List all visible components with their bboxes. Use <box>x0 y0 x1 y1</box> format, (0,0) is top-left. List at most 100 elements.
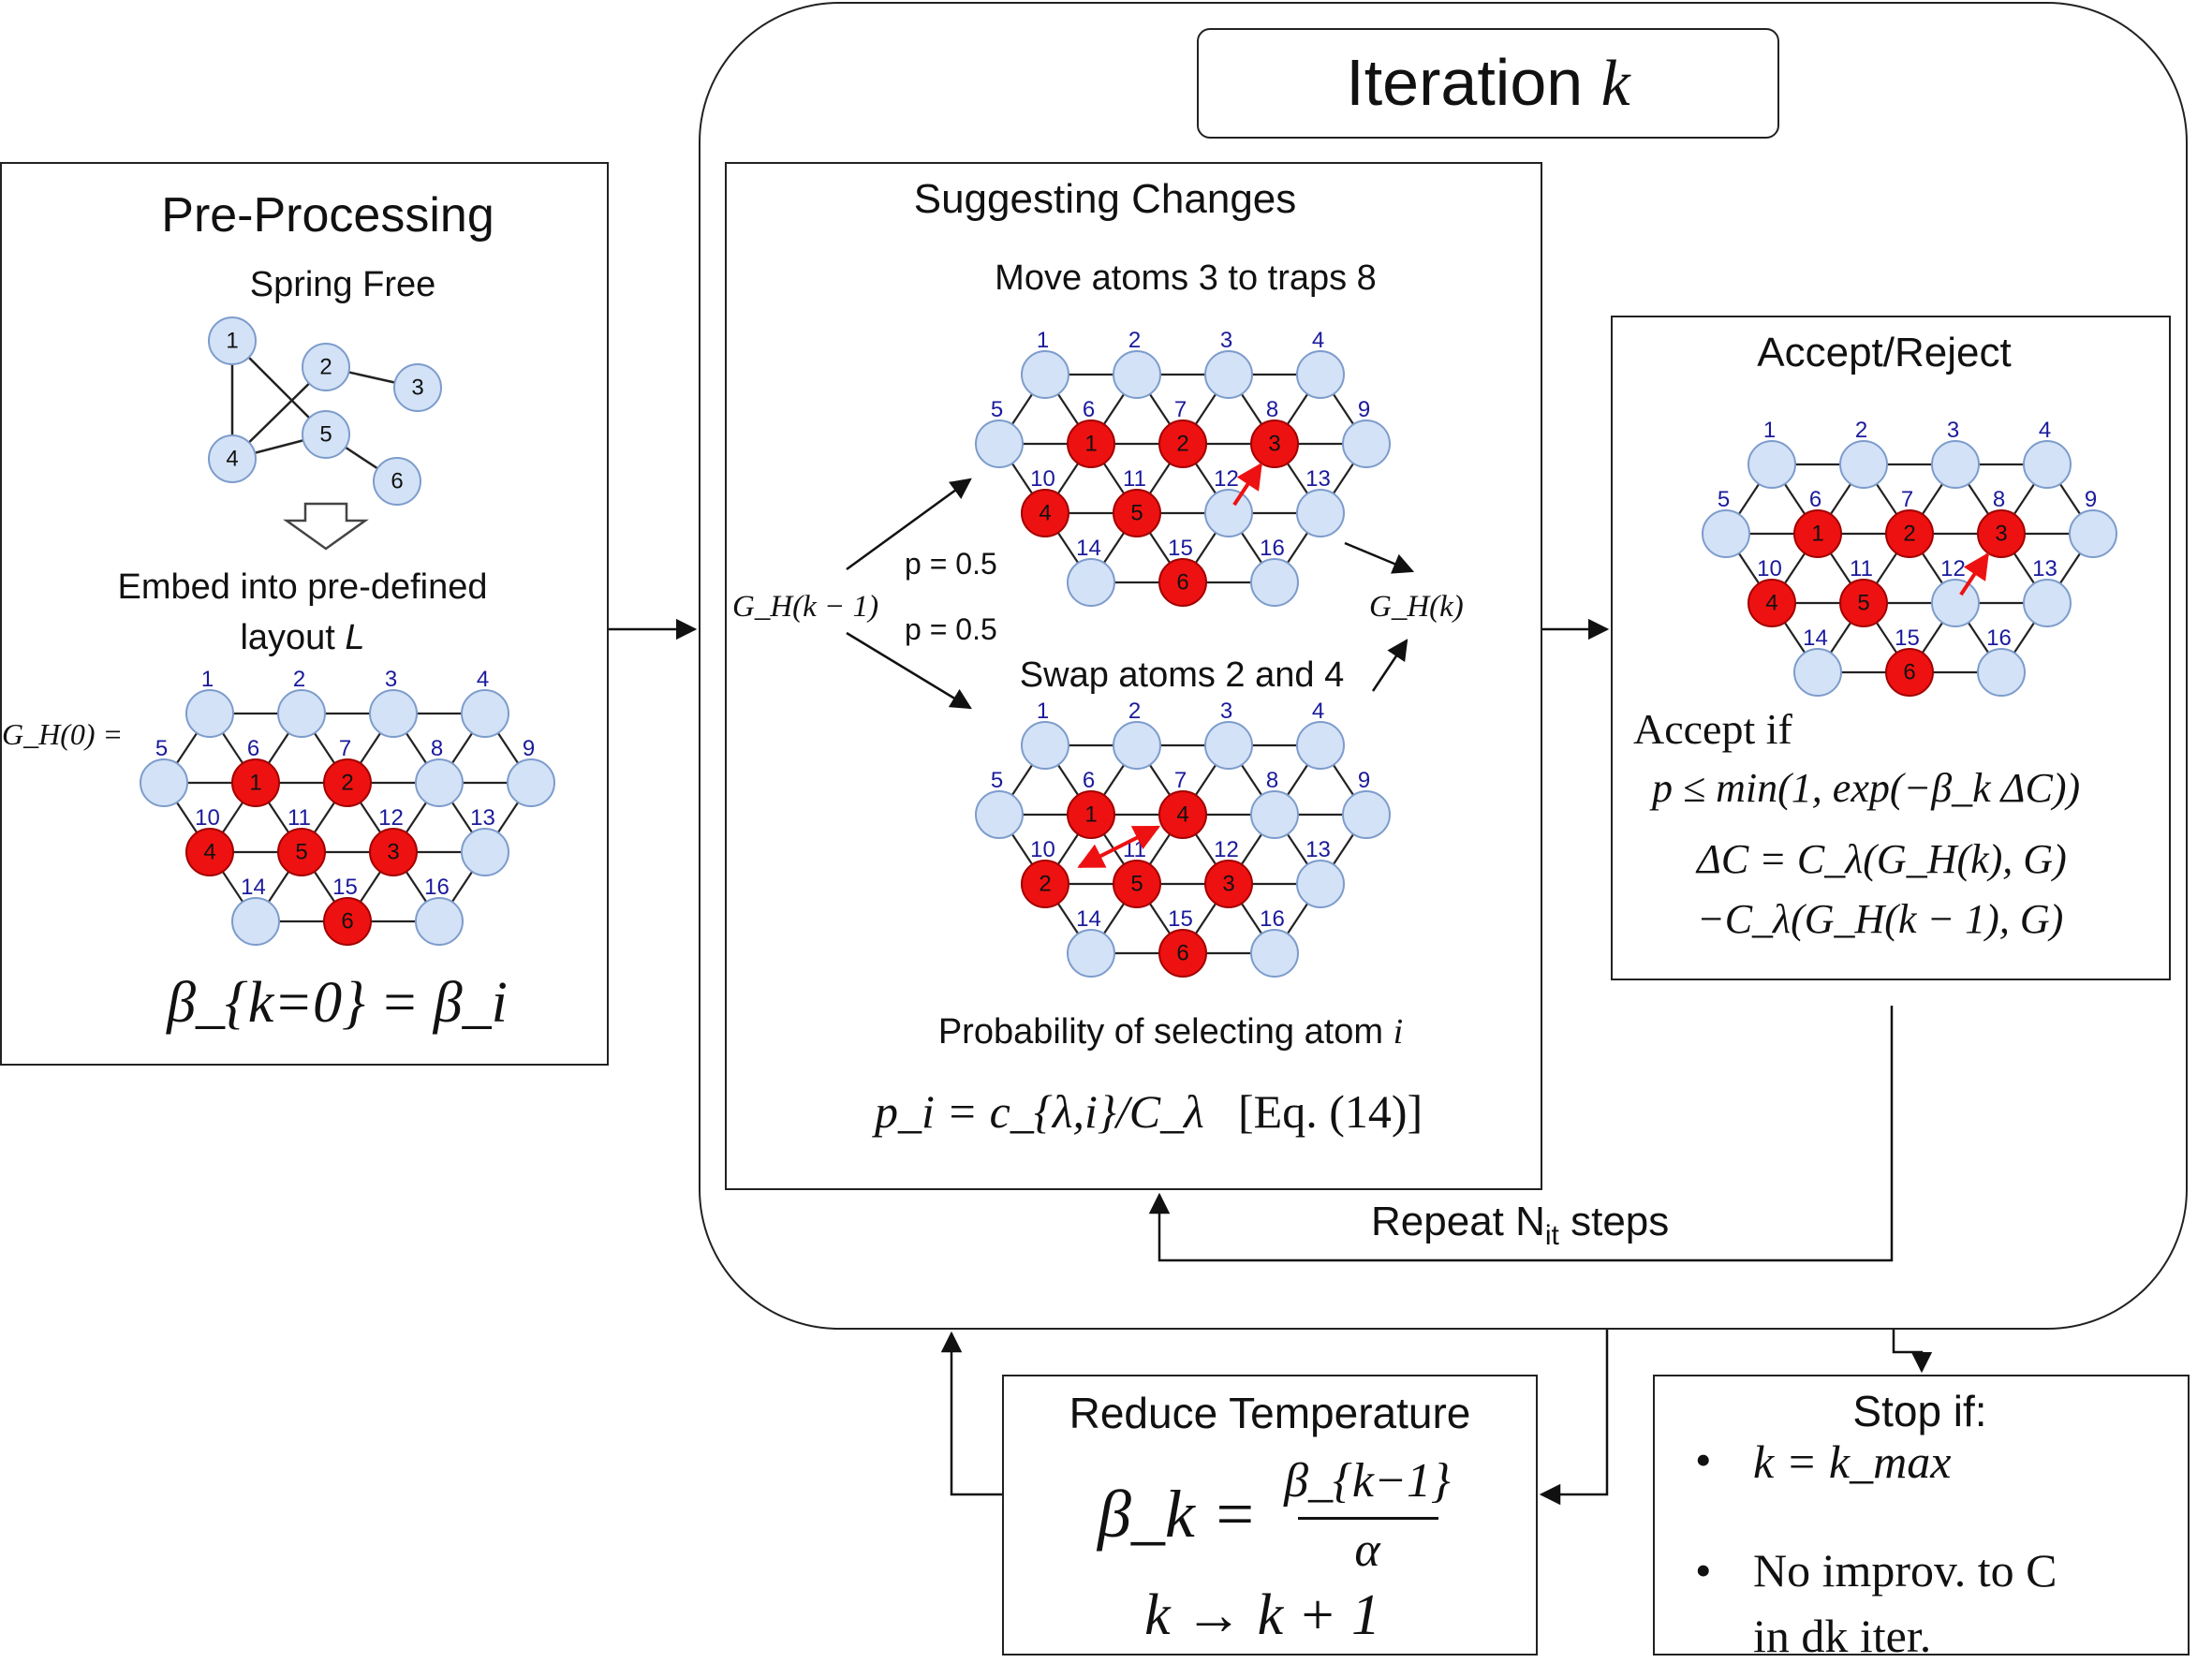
trap-label: 16 <box>1260 906 1285 932</box>
atom <box>1793 509 1842 558</box>
trap <box>2069 509 2117 558</box>
prob-label: Probability of selecting atom i <box>937 1012 1404 1052</box>
trap-label: 16 <box>1986 625 2012 651</box>
trap-label: 12 <box>1214 837 1239 862</box>
trap-label: 3 <box>1947 418 1959 443</box>
trap-label: 5 <box>155 736 168 761</box>
trap-label: 3 <box>1220 328 1232 353</box>
atom-label: 5 <box>1857 591 1869 616</box>
trap <box>185 689 234 738</box>
atom-label: 4 <box>203 840 215 865</box>
trap <box>1342 419 1391 468</box>
atom <box>1747 579 1796 627</box>
reduce-panel <box>1002 1375 1538 1656</box>
atom <box>1158 419 1207 468</box>
trap <box>1342 790 1391 839</box>
gh-prev-label: G_H(k − 1) <box>732 590 879 624</box>
atom-label: 5 <box>1130 872 1143 897</box>
trap <box>507 758 555 807</box>
atom <box>323 897 372 946</box>
trap <box>461 689 509 738</box>
trap-label: 2 <box>293 667 305 692</box>
prob-formula: p_i = c_{λ,i}/C_λ <box>875 1085 1204 1138</box>
p-upper: p = 0.5 <box>905 547 997 581</box>
atom <box>1158 790 1207 839</box>
trap-label: 9 <box>523 736 535 761</box>
atom <box>1158 558 1207 607</box>
atom-label: 6 <box>1176 570 1188 596</box>
delta-cost-line1: ΔC = C_λ(G_H(k), G) <box>1697 836 2067 882</box>
spring-node-label: 4 <box>226 447 238 472</box>
spring-node <box>302 343 350 391</box>
trap-label: 15 <box>1895 625 1920 651</box>
trap <box>1113 721 1161 770</box>
move-arrow <box>1232 462 1262 507</box>
arrow-reduce-to-iter <box>940 1331 1002 1496</box>
trap-label: 7 <box>1901 487 1913 512</box>
trap-label: 9 <box>1358 768 1370 793</box>
arrow-to-move <box>846 478 972 571</box>
trap-label: 14 <box>1076 536 1101 561</box>
suggesting-panel <box>725 162 1542 1190</box>
trap-label: 13 <box>1305 466 1331 492</box>
embed-label-line2: layout L <box>240 618 365 657</box>
trap-label: 3 <box>1220 699 1232 724</box>
spring-node-label: 6 <box>391 469 403 494</box>
trap <box>1021 721 1069 770</box>
atom <box>1113 489 1161 537</box>
spring-node-label: 2 <box>319 355 332 380</box>
trap <box>1250 929 1299 978</box>
gh-next-label: G_H(k) <box>1369 590 1464 624</box>
k-update: k → k + 1 <box>1144 1583 1380 1647</box>
accept-panel <box>1611 316 2171 980</box>
atom-label: 3 <box>1995 522 2007 547</box>
trap-label: 12 <box>1940 556 1966 581</box>
iteration-label-box: Iteration k <box>1197 28 1779 139</box>
trap <box>1296 350 1345 399</box>
iteration-var: k <box>1600 48 1630 120</box>
trap <box>1204 350 1253 399</box>
fraction-bar <box>1298 1517 1438 1520</box>
spring-node-label: 5 <box>319 422 332 448</box>
repeat-label: Repeat Nit steps <box>1371 1199 1670 1251</box>
trap-label: 8 <box>1266 768 1278 793</box>
trap-label: 8 <box>1993 487 2005 512</box>
stop-cond-1: k = k_max <box>1753 1435 1952 1488</box>
atom <box>1885 509 1934 558</box>
trap-label: 6 <box>247 736 259 761</box>
trap-label: 3 <box>385 667 397 692</box>
trap-label: 1 <box>1763 418 1776 443</box>
trap <box>1793 648 1842 697</box>
atom <box>1067 419 1115 468</box>
atom-label: 3 <box>1268 432 1280 457</box>
p-lower: p = 0.5 <box>905 612 997 646</box>
trap <box>1977 648 2026 697</box>
trap-label: 6 <box>1083 768 1095 793</box>
trap <box>1021 350 1069 399</box>
trap-label: 10 <box>195 805 220 831</box>
atom-label: 2 <box>1903 522 1915 547</box>
trap <box>1113 350 1161 399</box>
trap <box>1839 440 1888 489</box>
atom-label: 4 <box>1765 591 1777 616</box>
trap <box>1250 790 1299 839</box>
trap <box>461 828 509 876</box>
spring-node <box>373 457 421 506</box>
trap <box>1067 558 1115 607</box>
trap-label: 7 <box>339 736 351 761</box>
atom <box>1885 648 1934 697</box>
beta-lhs: β_k = <box>1098 1477 1258 1552</box>
trap-label: 7 <box>1174 397 1187 422</box>
embed-var: L <box>345 618 365 657</box>
trap <box>1747 440 1796 489</box>
trap <box>369 689 418 738</box>
repeat-sub: it <box>1544 1219 1559 1251</box>
trap-label: 13 <box>1305 837 1331 862</box>
beta-denominator: α <box>1354 1523 1380 1577</box>
trap <box>415 897 464 946</box>
trap-label: 2 <box>1128 699 1141 724</box>
trap-label: 6 <box>1083 397 1095 422</box>
trap-label: 16 <box>1260 536 1285 561</box>
